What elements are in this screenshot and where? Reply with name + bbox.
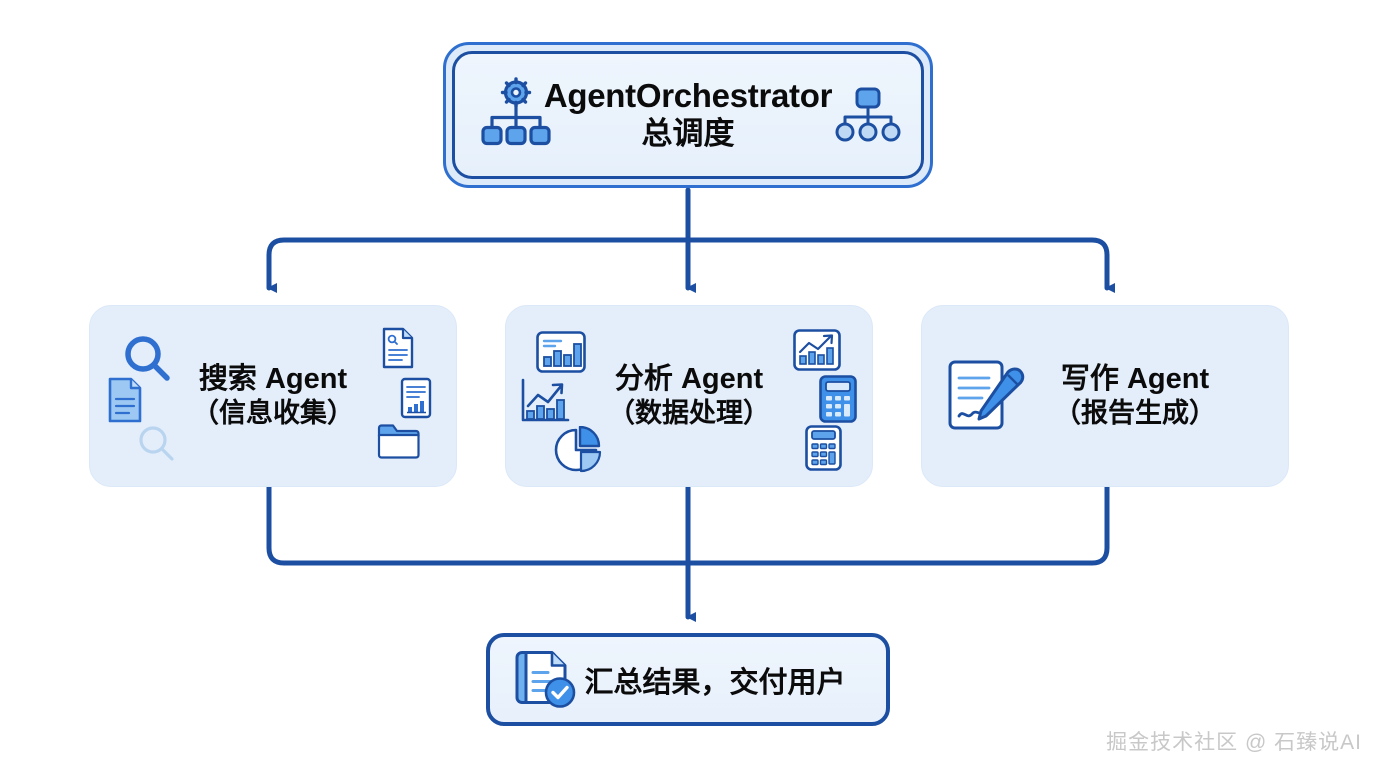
magnifier-outline-icon [136,424,178,471]
agent-analyze-title-main: 分析 Agent [614,363,764,396]
connector-write-to-summary [685,484,1110,566]
folder-icon [376,423,422,466]
agent-write-title-main: 写作 Agent [1060,363,1210,396]
pie-chart-icon [554,425,604,479]
watermark: 掘金技术社区 @ 石臻说AI [1106,731,1362,754]
agent-search-title: 搜索 Agent （信息收集） [192,362,354,429]
orchestrator-title: AgentOrchestrator 总调度 [543,77,833,153]
trend-chart-panel-icon [792,328,842,377]
document-search-icon [380,326,416,375]
agent-search-subtitle: （信息收集） [192,398,354,429]
trend-chart-icon [518,376,572,433]
summary-node[interactable]: 汇总结果，交付用户 [486,633,890,726]
orchestrator-title-en: AgentOrchestrator [543,77,833,115]
calculator-filled-icon [818,374,858,429]
document-chart-icon [398,376,434,425]
orchestrator-inner: AgentOrchestrator 总调度 [452,51,924,179]
hierarchy-tree-icon [835,86,901,149]
magnifier-icon [120,332,176,393]
orchestrator-node[interactable]: AgentOrchestrator 总调度 [443,42,933,188]
agent-node-write[interactable]: 写作 Agent （报告生成） [921,305,1289,487]
connector-to-search [266,237,691,293]
document-check-icon [512,644,578,715]
agent-node-analyze[interactable]: 分析 Agent （数据处理） [505,305,873,487]
agent-node-search[interactable]: 搜索 Agent （信息收集） [89,305,457,487]
connector-to-write [685,237,1115,293]
connector-search-to-summary [266,484,691,566]
agent-analyze-title: 分析 Agent （数据处理） [608,362,770,429]
bar-chart-panel-icon [535,330,587,379]
agent-analyze-subtitle: （数据处理） [608,398,770,429]
agent-search-title-main: 搜索 Agent [198,363,348,396]
summary-label: 汇总结果，交付用户 [584,666,846,699]
calculator-outline-icon [804,424,844,477]
gear-org-chart-icon [481,77,551,154]
agent-write-subtitle: （报告生成） [1054,398,1216,429]
document-icon [105,376,145,429]
orchestrator-title-zh: 总调度 [641,116,735,152]
document-pen-icon [942,354,1028,443]
agent-write-title: 写作 Agent （报告生成） [1054,362,1216,429]
